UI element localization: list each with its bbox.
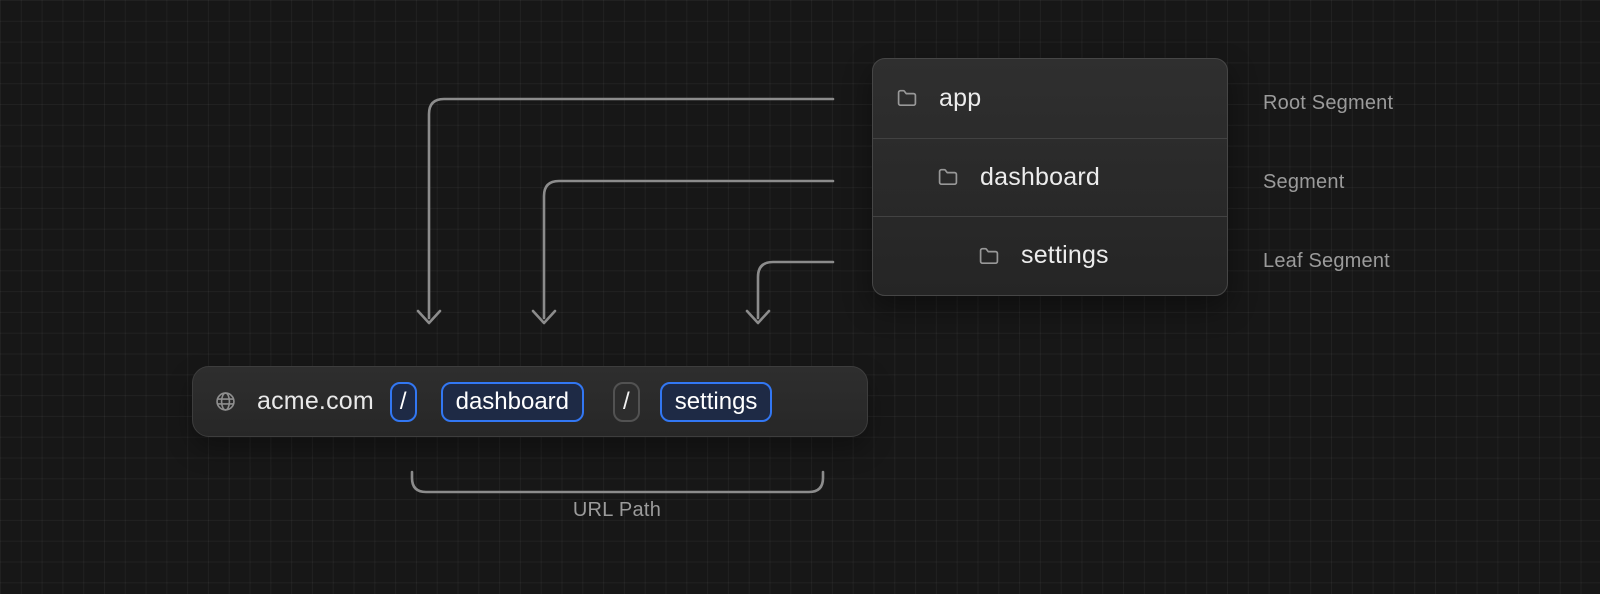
url-segment-dashboard: dashboard bbox=[440, 381, 585, 422]
url-bar: acme.com / dashboard / settings bbox=[192, 366, 868, 437]
folder-icon bbox=[895, 86, 919, 110]
arrow-dashboard-to-segment bbox=[531, 179, 835, 325]
url-path-bracket bbox=[410, 470, 825, 494]
folder-icon bbox=[936, 165, 960, 189]
file-tree-panel: app dashboard settings bbox=[872, 58, 1228, 296]
url-path-caption: URL Path bbox=[572, 499, 662, 521]
arrow-app-to-root-slash bbox=[416, 97, 835, 325]
tree-label-dashboard: dashboard bbox=[980, 162, 1100, 191]
globe-icon bbox=[214, 390, 237, 413]
tree-row-settings: settings bbox=[873, 216, 1227, 295]
arrow-settings-to-segment bbox=[745, 260, 835, 325]
url-segment-settings: settings bbox=[659, 381, 773, 422]
tree-row-app: app bbox=[873, 59, 1227, 138]
tree-label-settings: settings bbox=[1021, 241, 1109, 270]
url-domain: acme.com bbox=[257, 387, 374, 415]
tree-label-app: app bbox=[939, 83, 982, 112]
tree-row-dashboard: dashboard bbox=[873, 137, 1227, 217]
url-segment-root-slash: / bbox=[389, 381, 417, 422]
annotation-root-segment: Root Segment bbox=[1263, 92, 1394, 114]
url-separator-slash: / bbox=[613, 381, 640, 422]
annotation-segment: Segment bbox=[1263, 171, 1345, 193]
annotation-leaf-segment: Leaf Segment bbox=[1263, 250, 1390, 272]
folder-icon bbox=[977, 244, 1001, 268]
